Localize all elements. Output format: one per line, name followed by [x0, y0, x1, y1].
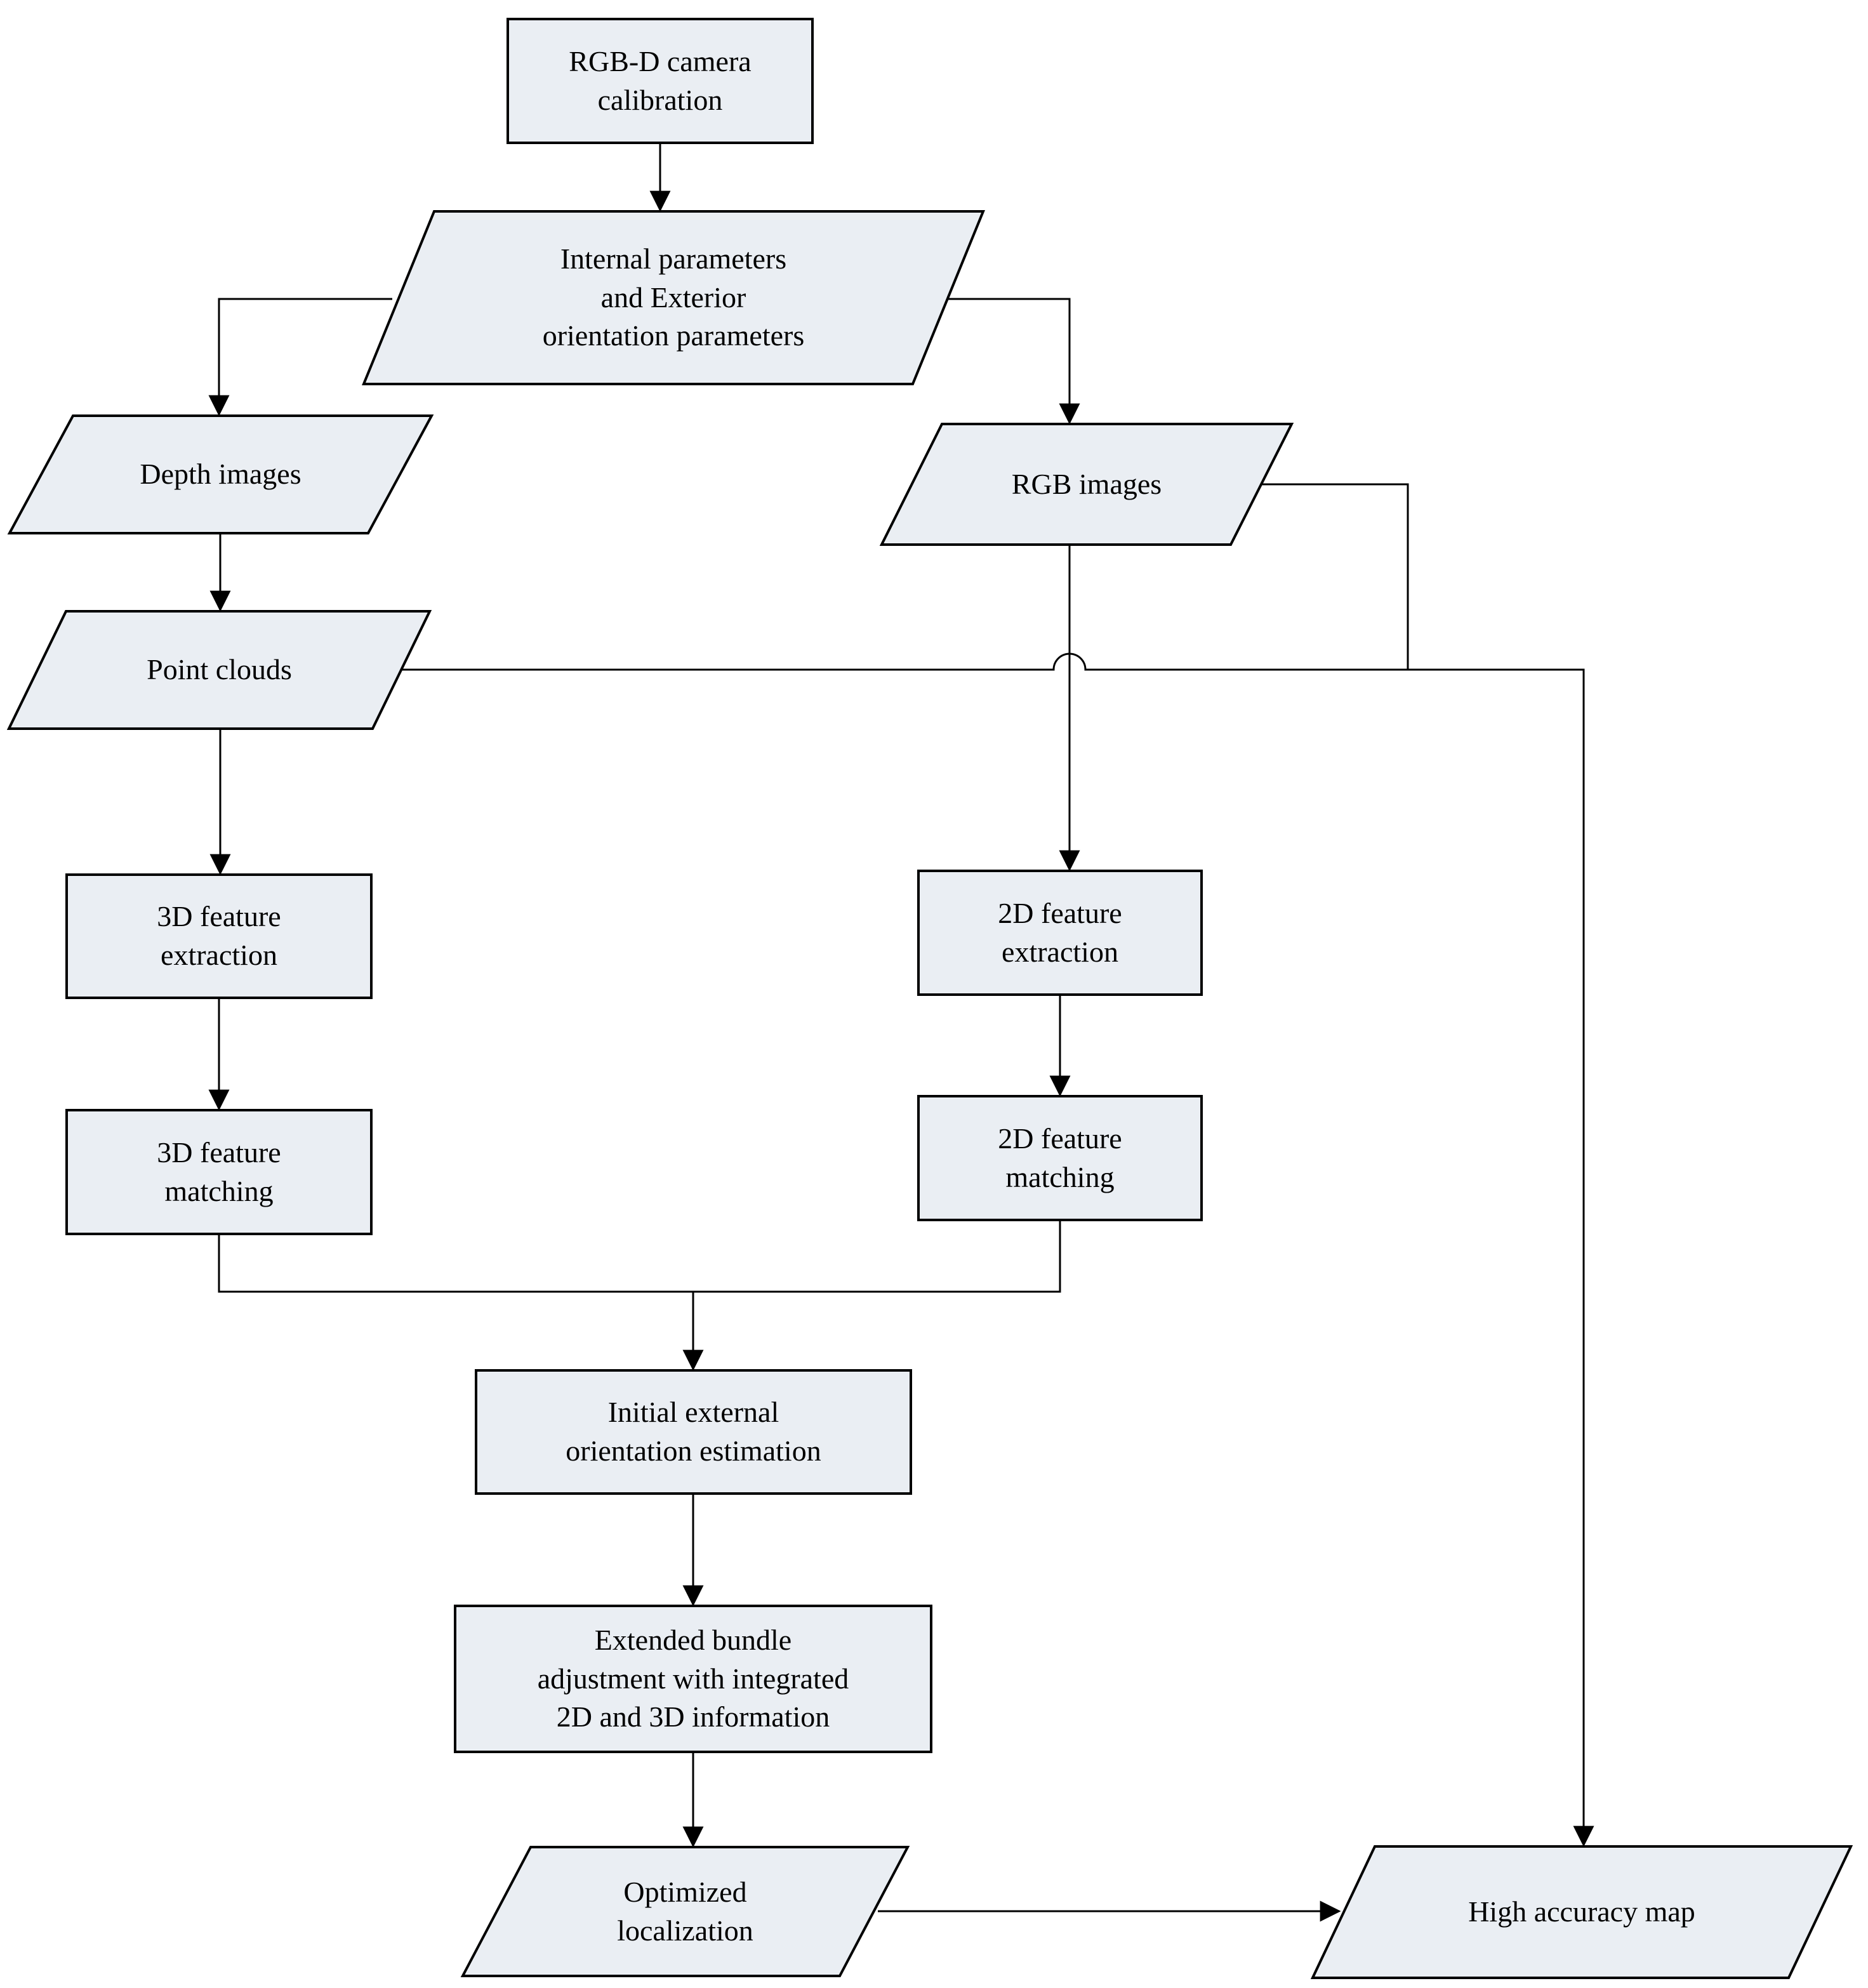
edge-point-clouds-to-high-accuracy-map	[401, 653, 1594, 1847]
connectors	[208, 143, 1594, 1922]
node-2d-feature-extraction-shape	[917, 870, 1203, 996]
node-high-accuracy-map-shape	[1310, 1845, 1853, 1979]
node-rgbd-calibration-shape	[507, 18, 814, 144]
node-internal-params-shape	[362, 210, 985, 385]
edge-internal-params-to-depth-images	[208, 298, 392, 416]
node-2d-feature-matching-shape	[917, 1095, 1203, 1221]
edge-internal-params-to-rgb-images	[932, 298, 1080, 425]
node-rgb-images-shape	[879, 423, 1294, 546]
node-depth-images-shape	[7, 414, 434, 534]
node-bundle-adjustment-shape	[454, 1605, 932, 1753]
node-initial-orientation-shape	[475, 1369, 912, 1495]
edge-rgb-images-to-right-rail	[1261, 483, 1409, 670]
edge-matching-merge-line	[218, 1220, 1061, 1293]
node-3d-feature-extraction-shape	[65, 873, 373, 999]
node-point-clouds-shape	[6, 610, 432, 730]
node-shapes	[6, 18, 1853, 1979]
node-3d-feature-matching-shape	[65, 1109, 373, 1235]
node-optimized-localization-shape	[460, 1846, 910, 1977]
